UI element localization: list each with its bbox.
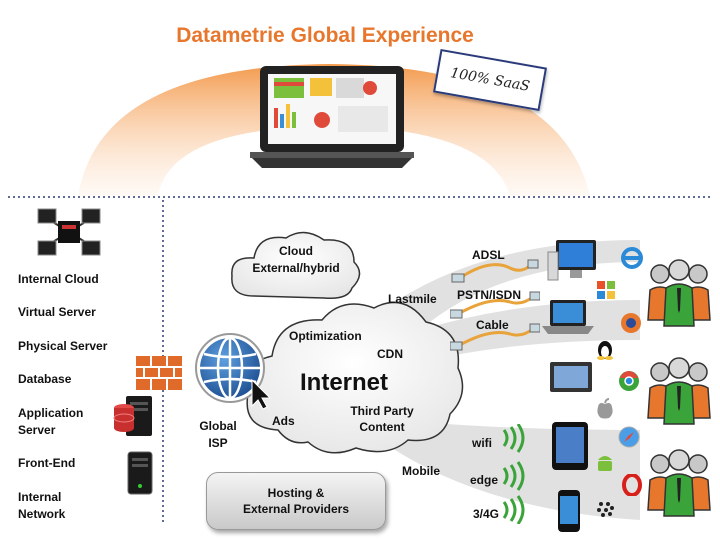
cables-icon [450,259,540,351]
optimization-label: Optimization [289,329,362,343]
safari-icon [618,426,640,448]
lastmile-label: Lastmile [388,292,437,306]
database-server-icon [113,396,152,436]
label-database: Database [18,372,72,386]
global-isp-label-line2: ISP [208,436,228,450]
blackberry-icon [597,502,614,517]
external-cloud-shape [231,231,361,300]
hosting-label-line2: External Providers [242,502,350,516]
internet-cloud-shape [245,301,464,454]
cloud-label-line2: External/hybrid [252,261,340,275]
cdn-label: CDN [377,347,403,361]
smartphone-icon [558,490,580,532]
desktop-computer-icon [547,240,596,281]
linux-icon [597,341,613,360]
internet-title: Internet [300,369,389,396]
label-internal-cloud: Internal Cloud [18,272,99,286]
label-server: Server [18,423,56,437]
internet-explorer-icon [621,247,643,269]
user-group-icon [647,357,711,425]
label-front-end: Front-End [18,456,76,470]
label-internal: Internal [18,490,62,504]
label-application: Application [18,406,84,420]
label-physical-server: Physical Server [18,339,108,353]
page-title: Datametrie Global Experience [176,24,474,47]
edge-label: edge [470,473,499,487]
network-servers-icon [37,208,101,256]
label-network: Network [18,507,66,521]
adsl-label: ADSL [472,248,505,262]
windows-icon [597,281,615,299]
mobile-label: Mobile [402,464,440,478]
laptop-icon [542,300,594,334]
tablet-icon [552,422,588,470]
front-end-server-icon [127,451,153,495]
third-party-label-line2: Content [359,420,405,434]
global-isp-label-line1: Global [199,419,237,433]
label-virtual-server: Virtual Server [18,305,96,319]
laptop-dashboard-icon [250,66,414,168]
firewall-icon [136,356,182,390]
hosting-label-line1: Hosting & [267,486,325,500]
apple-icon [597,398,613,419]
cable-label: Cable [476,318,509,332]
opera-icon [622,474,642,496]
third-party-label-line1: Third Party [350,404,414,418]
globe-icon [195,333,272,410]
hosting-providers-box: Hosting & External Providers [206,472,386,530]
ads-label: Ads [272,414,295,428]
pstn-label: PSTN/ISDN [457,288,522,302]
tv-screen-icon [550,362,592,392]
wifi-label: wifi [472,436,492,450]
user-group-icon [647,449,711,517]
3g-4g-label: 3/4G [473,507,500,521]
user-group-icon [647,259,711,327]
cloud-label-line1: Cloud [279,244,313,258]
wireless-signal-icons [502,424,525,524]
chrome-icon [619,371,639,391]
android-icon [598,456,612,471]
firefox-icon [621,313,641,333]
